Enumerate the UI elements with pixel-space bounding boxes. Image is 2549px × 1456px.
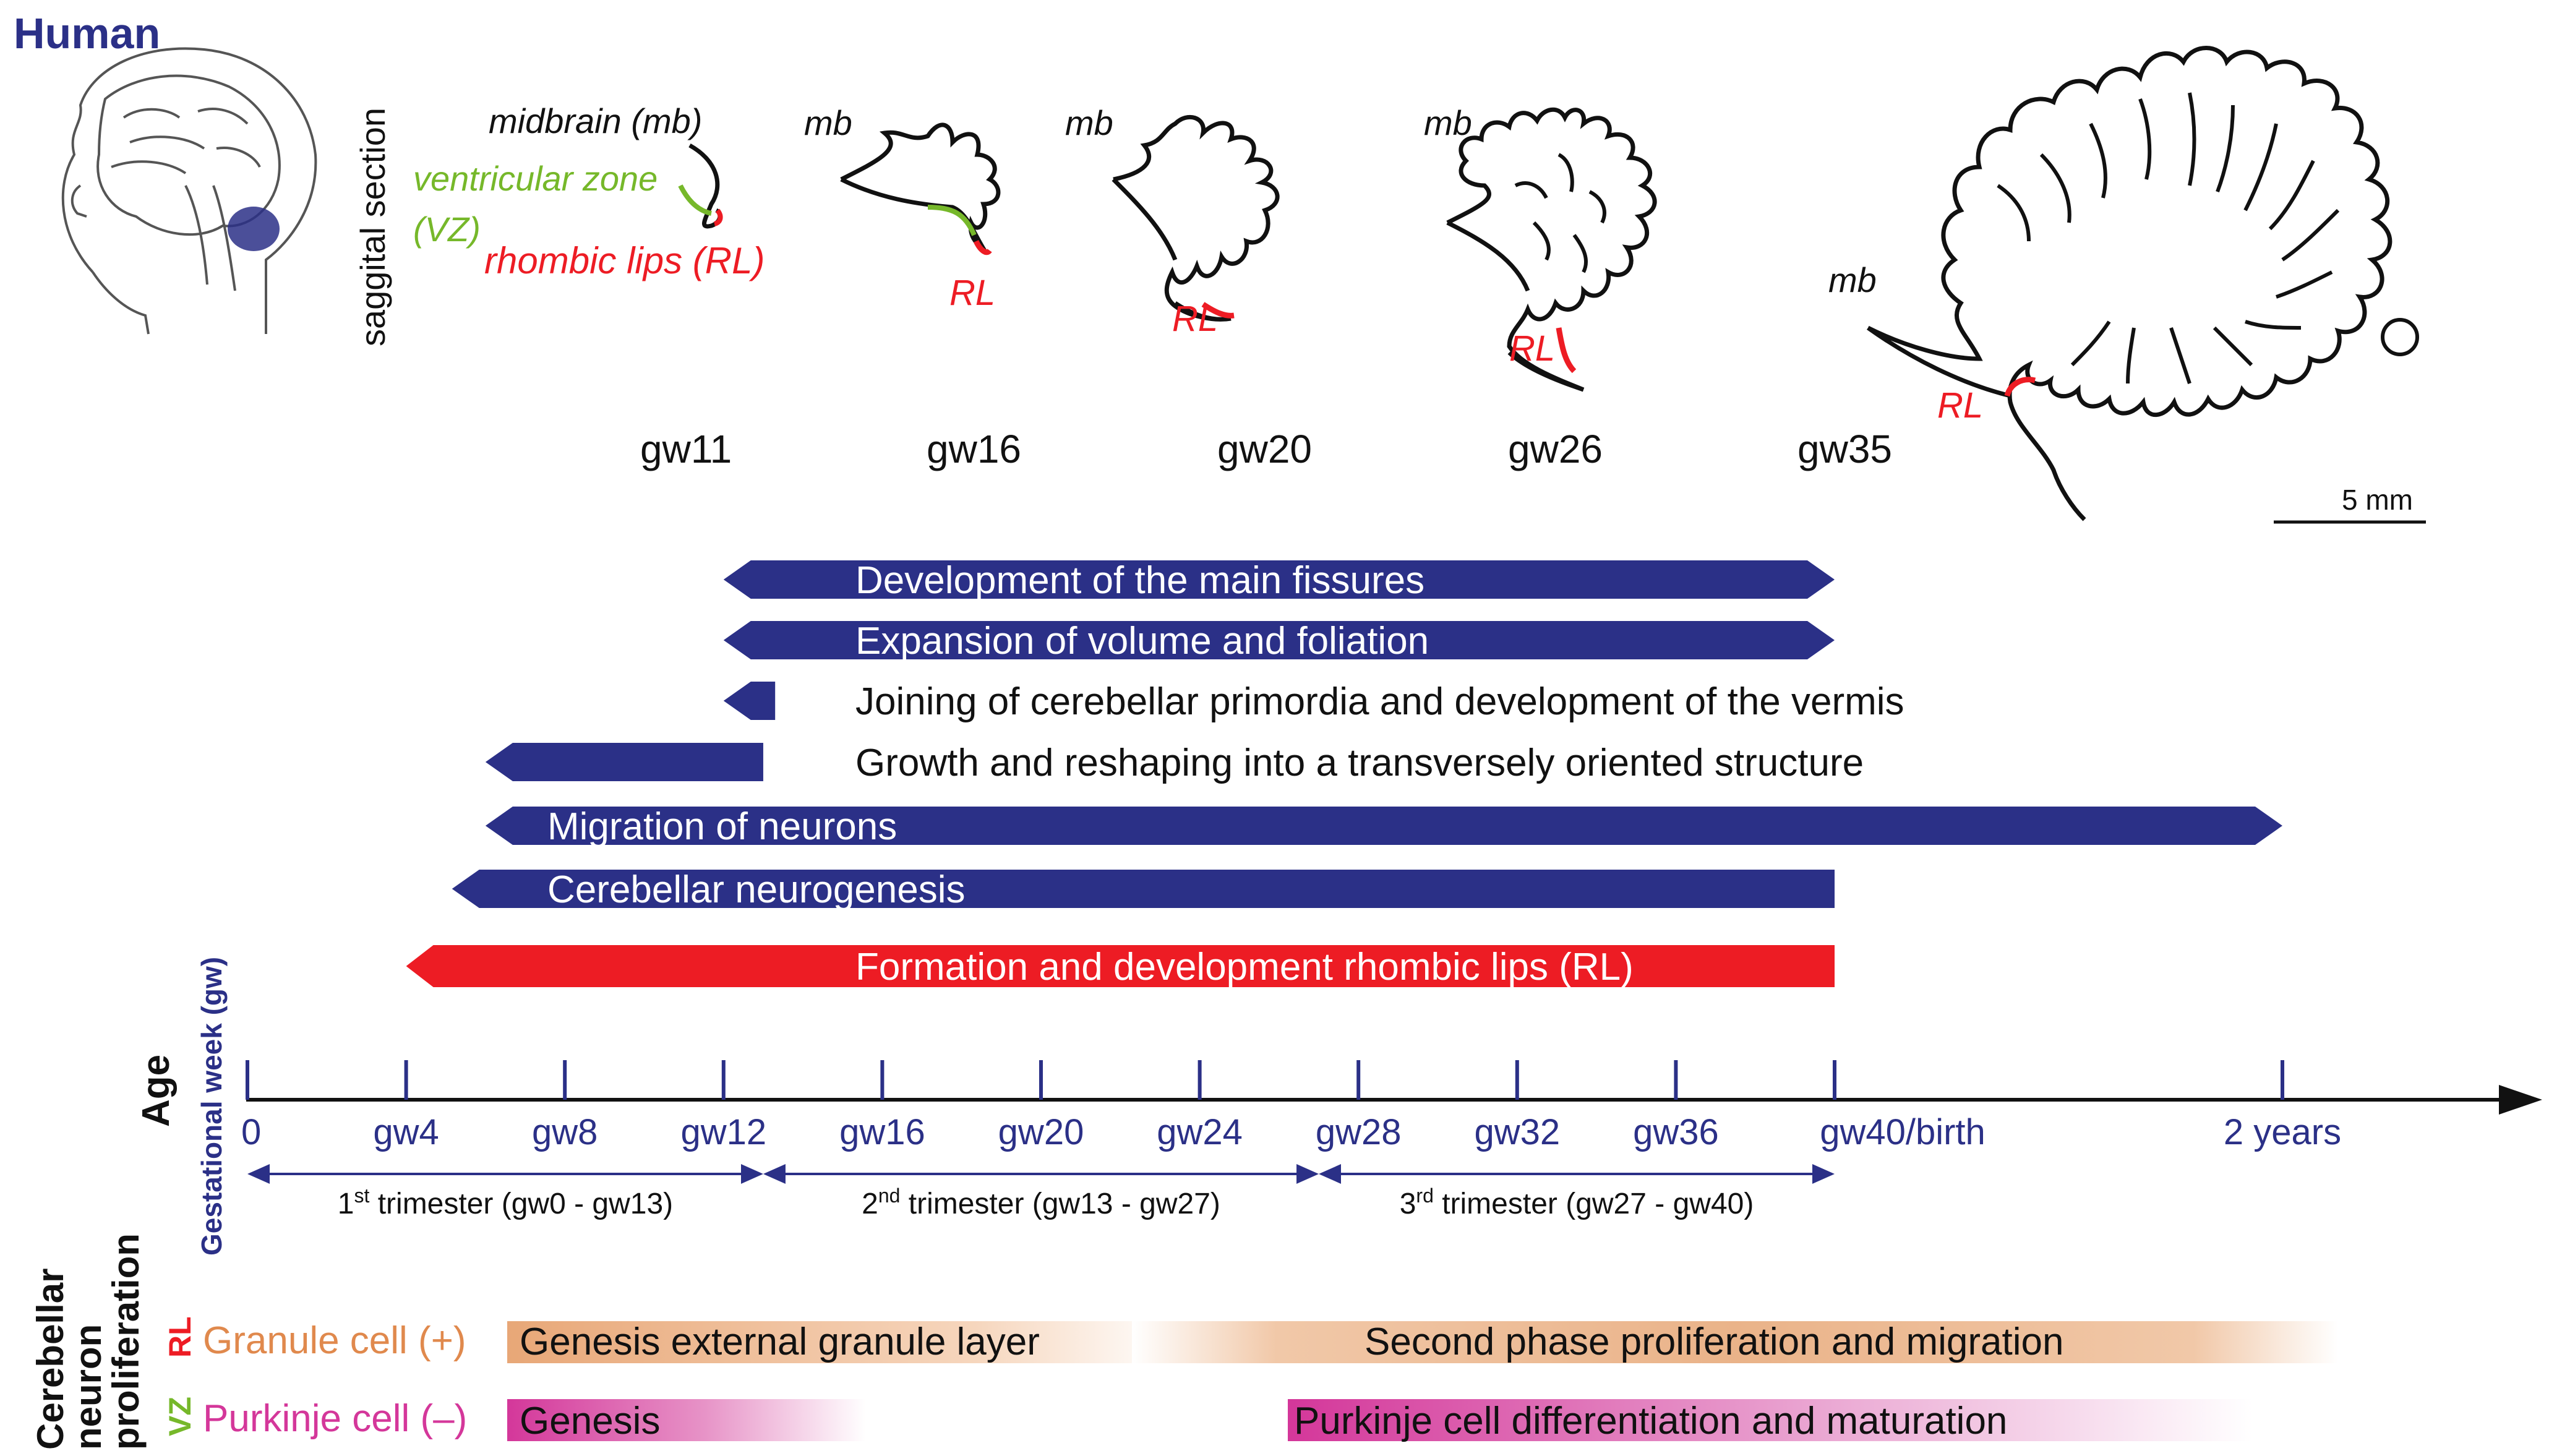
stage-gw26-rl <box>1556 327 1577 374</box>
stage-gw11-label: gw11 <box>640 427 732 471</box>
stage-gw35-rl-label: RL <box>1937 385 1983 426</box>
stage-gw11: midbrain (mb) ventricular zone (VZ) rhom… <box>413 101 765 471</box>
axis-unit-label: Gestational week (gw) <box>195 957 228 1256</box>
stage-gw16-label: gw16 <box>927 427 1021 471</box>
stage-gw11-rl-label: rhombic lips (RL) <box>484 240 765 281</box>
head-cerebellum-highlight <box>228 207 280 251</box>
stage-gw26-folia <box>1514 153 1606 273</box>
stage-gw26-rl-label: RL <box>1509 328 1555 369</box>
scale-bar-label: 5 mm <box>2342 484 2413 516</box>
zone-label-vz: VZ <box>163 1397 197 1436</box>
section-label: saggital section <box>353 108 392 346</box>
stage-gw35-folia <box>1997 92 2340 384</box>
timeline-bar-2-label: Expansion of volume and foliation <box>855 620 1429 662</box>
axis-tick-label-11: 2 years <box>2224 1112 2341 1152</box>
purkinje-phase2-band <box>1288 1399 2253 1441</box>
stage-gw16-mb-label: mb <box>804 103 852 142</box>
stage-gw11-outline <box>688 143 722 229</box>
timeline-bar-7-label: Formation and development rhombic lips (… <box>855 946 1634 988</box>
stage-gw11-vz-abbr: (VZ) <box>413 210 481 249</box>
trimester-label-1: 1st trimester (gw0 - gw13) <box>338 1184 673 1220</box>
proliferation-title-line3: proliferation <box>105 1233 147 1450</box>
head-schematic <box>61 47 317 335</box>
stage-gw16: mb RL gw16 <box>804 103 1021 471</box>
axis-arrowhead <box>2499 1085 2542 1115</box>
stage-gw20-rl <box>1201 302 1235 319</box>
stage-gw11-vz-label: ventricular zone <box>413 159 658 198</box>
timeline-bar-3 <box>723 682 776 720</box>
timeline-bar-5 <box>485 807 2283 845</box>
axis-tick-label-6: gw24 <box>1157 1112 1243 1152</box>
stage-gw35-rl <box>2004 377 2036 397</box>
axis-tick-label-9: gw36 <box>1633 1112 1719 1152</box>
timeline-bar-2 <box>723 621 1835 659</box>
stage-gw11-mb-label: midbrain (mb) <box>489 101 702 140</box>
proliferation-title: Cerebellar neuron proliferation <box>30 1233 147 1450</box>
stage-gw26-label: gw26 <box>1508 427 1603 471</box>
stage-gw35: mb RL gw35 <box>1797 46 2419 521</box>
zone-label-rl: RL <box>163 1316 197 1358</box>
timeline-bar-5-label: Migration of neurons <box>547 805 897 848</box>
timeline-bar-6 <box>452 870 1835 908</box>
proliferation-title-line1: Cerebellar <box>30 1269 71 1450</box>
stage-gw35-fold-circle <box>2381 318 2419 356</box>
stage-gw11-rl <box>713 208 723 226</box>
stage-gw26-outline <box>1446 107 1657 392</box>
stage-gw35-outline <box>1866 46 2393 521</box>
axis-tick-label-5: gw20 <box>998 1112 1084 1152</box>
stage-gw35-mb-label: mb <box>1828 260 1877 299</box>
stage-gw26: mb RL gw26 <box>1424 103 1657 471</box>
stage-gw20-rl-label: RL <box>1172 299 1218 339</box>
purkinje-phase1-band <box>507 1399 866 1441</box>
stage-gw20: mb RL gw20 <box>1065 103 1312 471</box>
stage-gw26-mb-label: mb <box>1424 103 1472 142</box>
purkinje-phase2-label: Purkinje cell differentiation and matura… <box>1294 1400 2007 1442</box>
axis-tick-label-3: gw12 <box>680 1112 766 1152</box>
axis-tick-label-7: gw28 <box>1316 1112 1402 1152</box>
purkinje-phase1-label: Genesis <box>520 1400 660 1442</box>
granule-cell-label: Granule cell (+) <box>203 1319 466 1362</box>
axis-tick-label-2: gw8 <box>532 1112 598 1152</box>
axis-tick-label-0: 0 <box>241 1112 261 1152</box>
figure-title: Human <box>14 9 160 58</box>
timeline-bar-4 <box>485 743 763 781</box>
timeline-bar-1 <box>723 560 1835 599</box>
granule-phase1-label: Genesis external granule layer <box>520 1321 1040 1363</box>
timeline-bar-6-label: Cerebellar neurogenesis <box>547 868 966 911</box>
stage-gw11-vz <box>678 184 712 216</box>
stage-gw16-rl <box>973 239 992 255</box>
granule-phase1-band <box>507 1321 1175 1363</box>
axis-tick-label-10: gw40/birth <box>1820 1112 1986 1152</box>
timeline-bar-4-label: Growth and reshaping into a transversely… <box>855 742 1864 784</box>
trimester-label-2: 2nd trimester (gw13 - gw27) <box>862 1184 1220 1220</box>
stage-gw35-label: gw35 <box>1797 427 1892 471</box>
timeline-bar-1-label: Development of the main fissures <box>855 559 1424 602</box>
axis-tick-label-1: gw4 <box>373 1112 439 1152</box>
timeline-bar-3-label: Joining of cerebellar primordia and deve… <box>855 680 1904 723</box>
stage-gw16-rl-label: RL <box>949 273 995 313</box>
timeline-bars: Development of the main fissuresExpansio… <box>406 559 2283 988</box>
axis-tick-label-4: gw16 <box>839 1112 925 1152</box>
stage-gw16-vz <box>927 205 977 236</box>
granule-phase2-label: Second phase proliferation and migration <box>1364 1321 2064 1363</box>
trimester-label-3: 3rd trimester (gw27 - gw40) <box>1400 1184 1754 1220</box>
purkinje-cell-label: Purkinje cell (–) <box>203 1397 467 1440</box>
timeline-bar-7 <box>406 945 1835 987</box>
time-axis: 0 gw4 gw8 gw12 gw16 gw20 gw24 gw28 gw32 gw36 gw40/… <box>241 1060 2542 1152</box>
trimester-spans: 1st trimester (gw0 - gw13) 2nd trimester … <box>247 1164 1835 1220</box>
granule-phase2-band <box>1132 1321 2338 1363</box>
axis-age-label: Age <box>135 1055 178 1127</box>
stage-gw20-label: gw20 <box>1217 427 1312 471</box>
stage-gw20-outline <box>1112 114 1280 322</box>
axis-tick-label-8: gw32 <box>1474 1112 1560 1152</box>
stage-gw20-mb-label: mb <box>1065 103 1113 142</box>
proliferation-title-line2: neuron <box>67 1324 109 1450</box>
